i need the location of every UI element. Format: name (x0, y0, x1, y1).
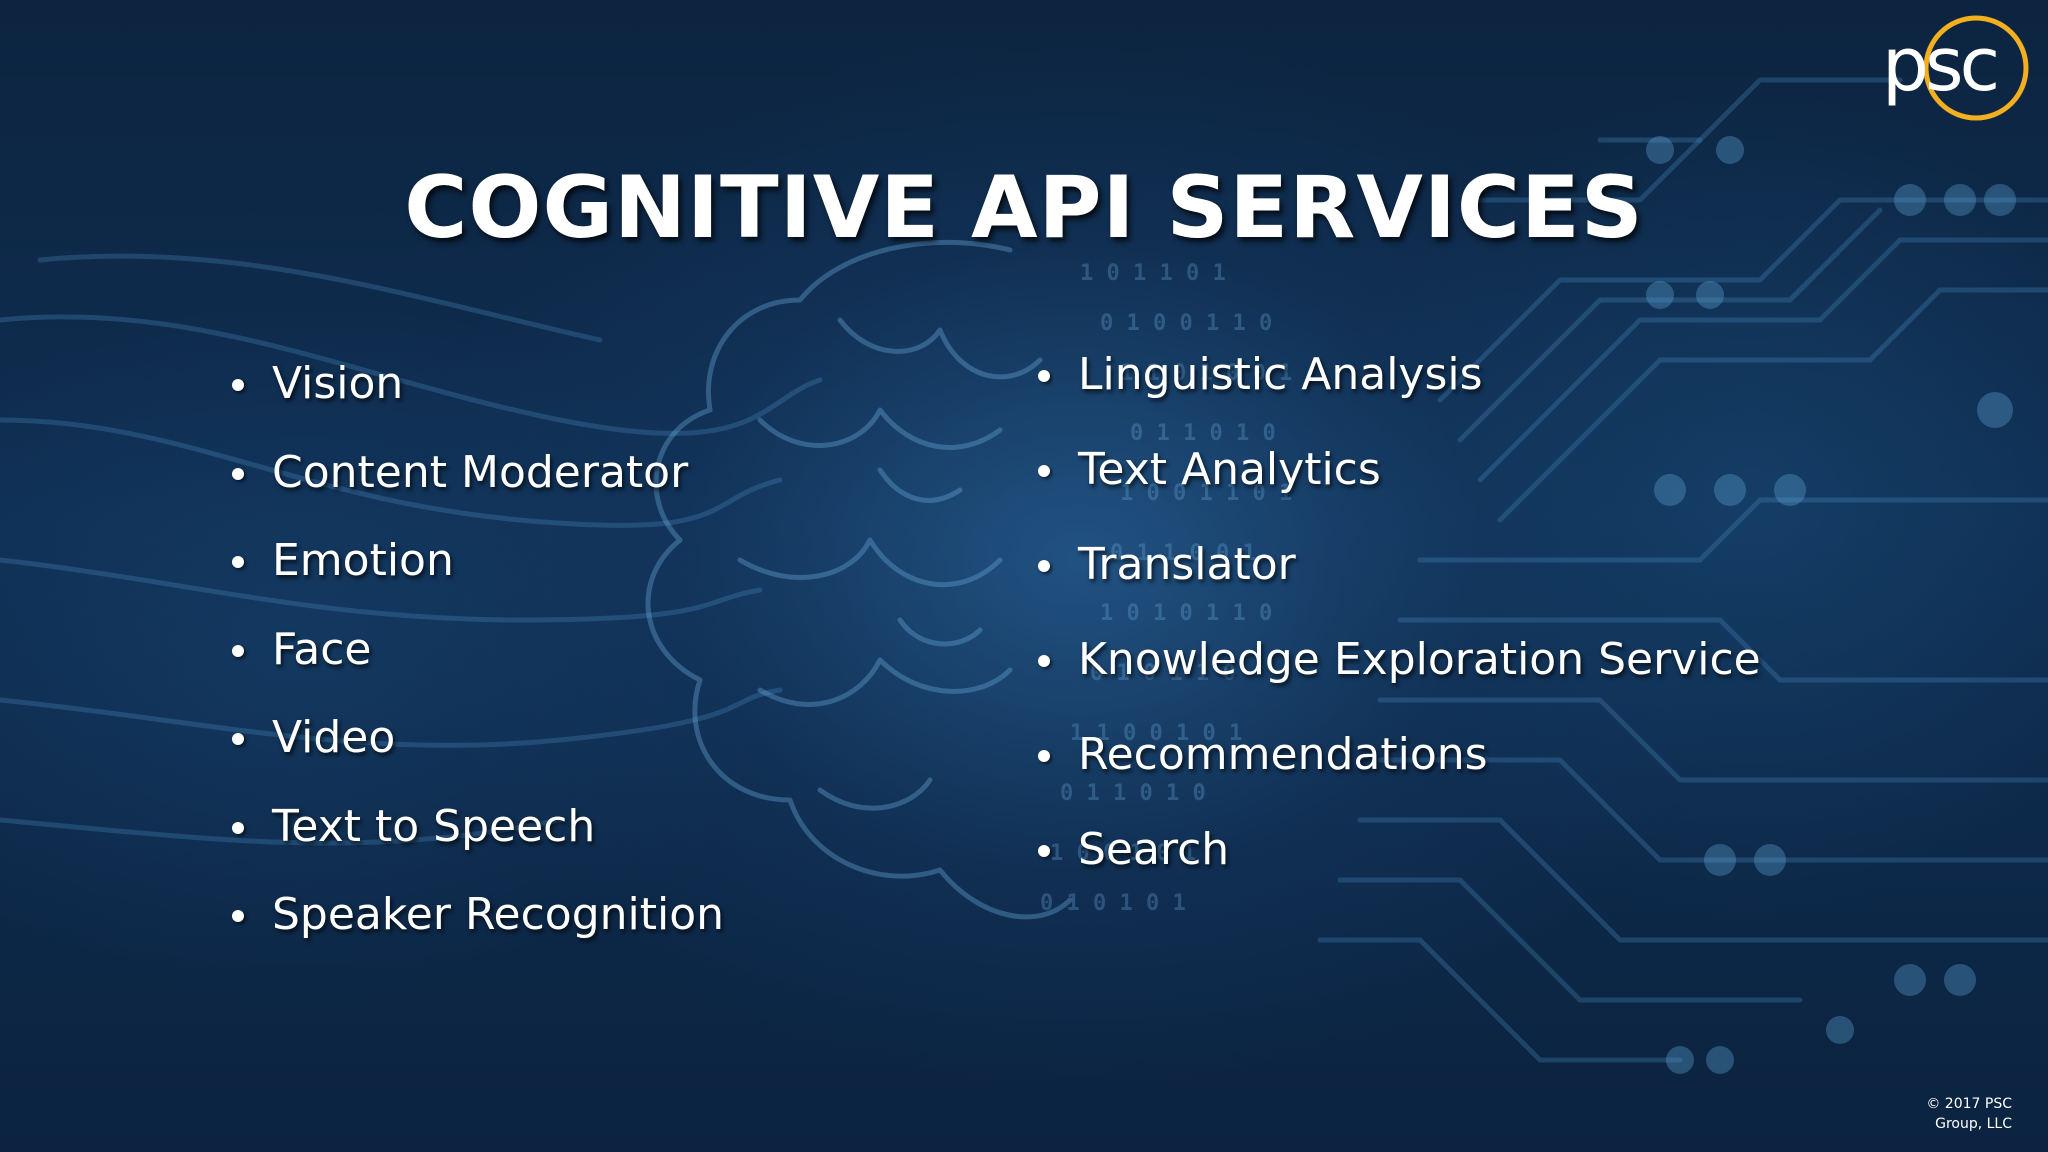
list-item: Content Moderator (232, 447, 724, 499)
bullet-icon (232, 644, 244, 657)
svg-text:0 1 1 0 1 0: 0 1 1 0 1 0 (1060, 781, 1206, 806)
bullet-icon (1038, 845, 1050, 857)
svg-text:0 1 0 1 0 1: 0 1 0 1 0 1 (1040, 891, 1186, 916)
svg-text:1 0 1 0 1 1 0: 1 0 1 0 1 1 0 (1100, 601, 1272, 626)
bullet-icon (1038, 465, 1050, 477)
list-item-label: Content Moderator (272, 446, 689, 498)
list-item-label: Video (272, 712, 396, 763)
svg-text:1 1 0 0 1 0 1: 1 1 0 0 1 0 1 (1070, 721, 1242, 746)
logo-text: psc (1882, 22, 1997, 108)
psc-logo-icon: psc (1882, 15, 2029, 121)
list-item: Face (232, 624, 724, 676)
svg-text:0 1 0 1 1 0: 0 1 0 1 1 0 (1090, 661, 1236, 686)
copyright-line-1: © 2017 PSC (1926, 1096, 2012, 1112)
bullet-icon (1038, 370, 1050, 382)
left-service-list: Vision Content Moderator Emotion Face Vi… (232, 358, 724, 978)
svg-text:0 1 1 0 0 1: 0 1 1 0 0 1 (1110, 541, 1256, 566)
bullet-icon (232, 556, 244, 568)
bullet-icon (232, 821, 244, 834)
list-item: Text to Speech (232, 801, 724, 853)
bullet-icon (1038, 560, 1050, 572)
list-item: Recommendations (1038, 729, 1761, 781)
bullet-icon (1038, 750, 1050, 762)
bullet-icon (232, 467, 244, 480)
list-item-label: Knowledge Exploration Service (1078, 634, 1761, 685)
svg-text:1 1 0 1 0 0 1: 1 1 0 1 0 0 1 (1120, 361, 1292, 386)
slide-title: COGNITIVE API SERVICES (404, 158, 1644, 258)
right-service-list: Linguistic Analysis Text Analytics Trans… (1038, 349, 1761, 919)
list-item: Text Analytics (1038, 444, 1761, 496)
list-item: Video (232, 712, 724, 764)
copyright-line-2: Group, LLC (1935, 1116, 2012, 1132)
list-item: Linguistic Analysis (1038, 349, 1761, 401)
list-item: Emotion (232, 535, 724, 587)
svg-text:0 1 0 0 1 1 0: 0 1 0 0 1 1 0 (1100, 311, 1272, 336)
list-item-label: Search (1078, 824, 1230, 875)
svg-text:1 0 1 1 0 1: 1 0 1 1 0 1 (1080, 261, 1226, 286)
list-item: Knowledge Exploration Service (1038, 634, 1761, 686)
svg-text:1 0 0 1 1 0 1: 1 0 0 1 1 0 1 (1120, 481, 1292, 506)
bullet-icon (232, 910, 244, 922)
list-item-label: Linguistic Analysis (1078, 349, 1483, 400)
list-item-label: Emotion (272, 535, 454, 586)
list-item-label: Speaker Recognition (272, 889, 725, 940)
list-item-label: Translator (1078, 539, 1296, 590)
bullet-icon (232, 733, 244, 745)
list-item: Translator (1038, 539, 1761, 591)
list-item: Search (1038, 824, 1761, 876)
list-item-label: Recommendations (1078, 729, 1488, 780)
bullet-icon (1038, 655, 1050, 667)
copyright-notice: © 2017 PSC Group, LLC (1872, 1094, 2012, 1134)
svg-text:1 0 0 1 0 1: 1 0 0 1 0 1 (1050, 841, 1196, 866)
list-item: Speaker Recognition (232, 889, 724, 941)
list-item-label: Vision (272, 358, 404, 409)
list-item-label: Text Analytics (1078, 444, 1381, 495)
svg-text:0 1 1 0 1 0: 0 1 1 0 1 0 (1130, 421, 1276, 446)
bullet-icon (232, 379, 244, 391)
list-item-label: Text to Speech (272, 800, 596, 852)
list-item: Vision (232, 358, 724, 410)
list-item-label: Face (272, 623, 372, 675)
